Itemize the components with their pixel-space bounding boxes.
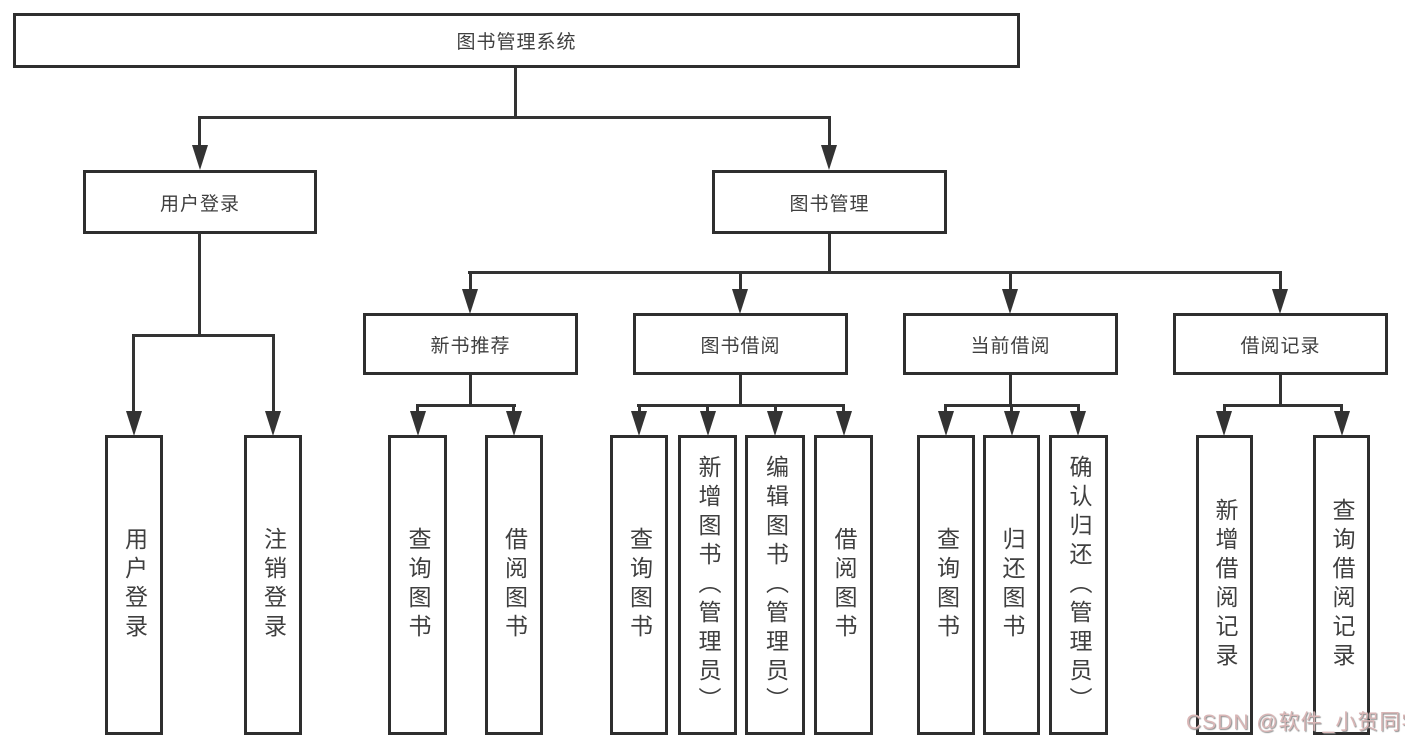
leaf-newbook-borrow: 借阅图书 bbox=[485, 435, 543, 735]
node-root: 图书管理系统 bbox=[13, 13, 1020, 68]
arrow-down-user-login bbox=[192, 145, 208, 170]
node-new-book-recommend: 新书推荐 bbox=[363, 313, 578, 375]
leaf-logout: 注销登录 bbox=[244, 435, 302, 735]
node-user-login: 用户登录 bbox=[83, 170, 317, 234]
connector-borrow-records-rail bbox=[1223, 404, 1343, 407]
connector-leaf-stub bbox=[638, 404, 641, 414]
arrow-down-leaf bbox=[767, 411, 783, 436]
connector-book-borrow-stem bbox=[739, 375, 742, 406]
connector-l3-stub-3 bbox=[1009, 271, 1012, 292]
leaf-current-return: 归还图书 bbox=[983, 435, 1040, 735]
connector-level3-rail bbox=[468, 271, 1282, 274]
leaf-newbook-query: 查询图书 bbox=[388, 435, 447, 735]
arrow-down-leaf-logout bbox=[265, 411, 281, 436]
connector-leaf-stub bbox=[1340, 404, 1343, 414]
arrow-down-leaf bbox=[631, 411, 647, 436]
connector-level2-rail bbox=[198, 116, 831, 119]
connector-leaf-stub bbox=[842, 404, 845, 414]
connector-leaf-stub-logout bbox=[272, 334, 275, 413]
leaf-label: 确认归还（管理员） bbox=[1066, 454, 1092, 716]
arrow-down-leaf-login bbox=[126, 411, 142, 436]
leaf-label: 编辑图书（管理员） bbox=[762, 454, 789, 716]
connector-current-borrow-stem bbox=[1009, 375, 1012, 406]
arrow-down-new-book bbox=[462, 289, 478, 314]
leaf-label: 新增图书（管理员） bbox=[695, 454, 721, 716]
leaf-borrow-query: 查询图书 bbox=[610, 435, 668, 735]
leaf-label: 查询图书 bbox=[933, 527, 960, 643]
node-borrow-records: 借阅记录 bbox=[1173, 313, 1388, 375]
leaf-label: 借阅图书 bbox=[501, 527, 528, 643]
leaf-label: 查询图书 bbox=[405, 527, 431, 643]
leaf-label: 查询借阅记录 bbox=[1329, 498, 1355, 672]
leaf-label: 借阅图书 bbox=[831, 527, 857, 643]
arrow-down-leaf bbox=[836, 411, 852, 436]
connector-leaf-stub bbox=[1010, 404, 1013, 414]
node-book-borrow: 图书借阅 bbox=[633, 313, 848, 375]
connector-root-stem bbox=[514, 68, 517, 118]
arrow-down-leaf bbox=[506, 411, 522, 436]
arrow-down-leaf bbox=[1004, 411, 1020, 436]
connector-new-book-stem bbox=[469, 375, 472, 406]
leaf-current-query: 查询图书 bbox=[917, 435, 975, 735]
connector-leaf-stub-login bbox=[132, 334, 135, 413]
connector-leaf-stub bbox=[774, 404, 777, 414]
leaf-label: 归还图书 bbox=[999, 527, 1025, 643]
connector-leaf-stub bbox=[512, 404, 515, 414]
connector-l3-stub-4 bbox=[1279, 271, 1282, 292]
leaf-label: 新增借阅记录 bbox=[1212, 498, 1238, 672]
leaf-label: 用户登录 bbox=[121, 527, 148, 643]
connector-user-leaves-rail bbox=[132, 334, 275, 337]
csdn-watermark: CSDN @软件_小贺同学 bbox=[1186, 711, 1405, 734]
leaf-borrow-add-admin: 新增图书（管理员） bbox=[678, 435, 737, 735]
arrow-down-leaf bbox=[700, 411, 716, 436]
arrow-down-leaf bbox=[938, 411, 954, 436]
leaf-user-login: 用户登录 bbox=[105, 435, 163, 735]
arrow-down-leaf bbox=[1334, 411, 1350, 436]
node-current-borrow: 当前借阅 bbox=[903, 313, 1118, 375]
connector-new-book-rail bbox=[416, 404, 516, 407]
connector-l3-stub-1 bbox=[469, 271, 472, 292]
leaf-label: 查询图书 bbox=[626, 527, 653, 643]
arrow-down-current-borrow bbox=[1002, 289, 1018, 314]
leaf-current-confirm-return-admin: 确认归还（管理员） bbox=[1049, 435, 1108, 735]
connector-leaf-stub bbox=[706, 404, 709, 414]
connector-leaf-stub bbox=[416, 404, 419, 414]
leaf-records-query: 查询借阅记录 bbox=[1313, 435, 1370, 735]
leaf-borrow-edit-admin: 编辑图书（管理员） bbox=[745, 435, 805, 735]
node-book-management: 图书管理 bbox=[712, 170, 947, 234]
leaf-borrow-borrow: 借阅图书 bbox=[814, 435, 873, 735]
connector-book-mgmt-stub bbox=[828, 116, 831, 147]
leaf-records-add: 新增借阅记录 bbox=[1196, 435, 1253, 735]
connector-borrow-records-stem bbox=[1279, 375, 1282, 406]
connector-user-login-stem bbox=[198, 233, 201, 337]
connector-leaf-stub bbox=[1223, 404, 1226, 414]
connector-book-mgmt-stem bbox=[828, 234, 831, 274]
arrow-down-book-borrow bbox=[732, 289, 748, 314]
connector-l3-stub-2 bbox=[739, 271, 742, 292]
connector-user-login-stub bbox=[198, 116, 201, 147]
connector-book-borrow-rail bbox=[637, 404, 845, 407]
leaf-label: 注销登录 bbox=[260, 527, 287, 643]
connector-leaf-stub bbox=[1077, 404, 1080, 414]
arrow-down-leaf bbox=[1070, 411, 1086, 436]
connector-leaf-stub bbox=[944, 404, 947, 414]
arrow-down-borrow-records bbox=[1272, 289, 1288, 314]
arrow-down-book-mgmt bbox=[821, 145, 837, 170]
arrow-down-leaf bbox=[410, 411, 426, 436]
arrow-down-leaf bbox=[1216, 411, 1232, 436]
